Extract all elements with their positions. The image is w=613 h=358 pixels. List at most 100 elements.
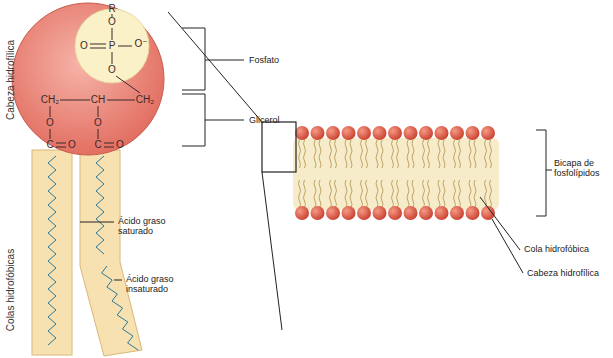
lipid-tail [381, 140, 383, 168]
lipid-head [481, 126, 495, 140]
part-label: Cabeza hidrofílica [527, 268, 609, 278]
lipid-tail [407, 180, 409, 207]
lipid-tail [335, 140, 337, 168]
atom: O [116, 139, 124, 151]
atom: CH [91, 94, 105, 106]
lipid-tail [438, 140, 440, 168]
carbon-chain [48, 156, 138, 350]
lipid-tail [490, 180, 492, 207]
lipid-tail [330, 140, 332, 168]
saturated-tail [32, 150, 72, 355]
lipid-tail [474, 140, 476, 168]
lipid-tail [314, 140, 316, 168]
atom: O [108, 16, 116, 28]
lipid-tail [345, 180, 347, 207]
lipid-tail [366, 140, 368, 168]
lipid-head [311, 206, 325, 220]
atom: O [68, 139, 76, 151]
lipid-tail [392, 180, 394, 207]
part-label: Bicapa de fosfolípidos [554, 158, 609, 179]
bracket [536, 130, 552, 216]
zoom-line [168, 12, 262, 122]
lipid-tail [485, 140, 487, 168]
lipid-head [419, 206, 433, 220]
lipid-head [295, 206, 309, 220]
lipid-head [450, 126, 464, 140]
atom: O [108, 64, 116, 76]
lipid-tail [459, 180, 461, 207]
unsaturated-tail [80, 150, 142, 356]
hydrophilic-head [12, 3, 164, 155]
atom: C [94, 139, 101, 151]
part-label: Glicerol [249, 115, 309, 125]
lipid-head [357, 206, 371, 220]
lipid-tail [490, 140, 492, 168]
lipid-head [404, 206, 418, 220]
carbon-chain [96, 156, 104, 254]
atom: CH₂ [136, 94, 154, 106]
lipid-head [342, 126, 356, 140]
lipid-tail [304, 180, 306, 207]
chemical-bond [50, 14, 140, 147]
bilayer-core [293, 138, 499, 210]
lipid-tail [412, 180, 414, 207]
lipid-tail [304, 140, 306, 168]
lipid-tail [299, 180, 301, 207]
bracket [182, 94, 244, 146]
atom: R [108, 3, 115, 15]
lipid-tail [392, 140, 394, 168]
lipid-head [450, 206, 464, 220]
lipid-tail [376, 180, 378, 207]
lipid-tail [454, 180, 456, 207]
lipid-tail [412, 140, 414, 168]
side-label: Colas hidrofóbicas [5, 249, 17, 331]
lipid-head [342, 206, 356, 220]
lipid-tail [423, 140, 425, 168]
lipid-head [419, 126, 433, 140]
lipid-head [326, 126, 340, 140]
side-label: Cabeza hidrofílica [5, 40, 17, 120]
lipid-tail [319, 140, 321, 168]
lipid-tail [361, 140, 363, 168]
lipid-tail [319, 180, 321, 207]
lipid-head [311, 126, 325, 140]
phospholipid-bilayer [295, 126, 495, 220]
lipid-tail [474, 180, 476, 207]
bracket [182, 28, 244, 90]
part-label: Cola hidrofóbica [524, 244, 609, 254]
zoom-line [262, 172, 282, 330]
lipid-tail [423, 180, 425, 207]
lipid-head [373, 206, 387, 220]
lipid-head [435, 206, 449, 220]
lipid-tail [469, 180, 471, 207]
lipid-head [357, 126, 371, 140]
lipid-head [435, 126, 449, 140]
lipid-head [404, 126, 418, 140]
lipid-head [326, 206, 340, 220]
lipid-tail [443, 140, 445, 168]
part-label: Ácido graso saturado [118, 216, 180, 237]
atom: O [94, 117, 102, 129]
part-label: Fosfato [249, 55, 309, 65]
zoom-box [262, 122, 296, 172]
lipid-tail [428, 180, 430, 207]
leader-line [480, 197, 520, 250]
lipid-tail [438, 180, 440, 207]
lipid-tail [381, 180, 383, 207]
lipid-tail [299, 140, 301, 168]
lipid-head [388, 126, 402, 140]
lipid-tail [361, 180, 363, 207]
atom: O⁻ [134, 38, 147, 50]
lipid-tail [335, 180, 337, 207]
carbon-chain [48, 156, 56, 345]
atom: O [80, 40, 88, 52]
lipid-head [466, 206, 480, 220]
part-label: Ácido graso insaturado [126, 274, 188, 295]
lipid-tail [428, 140, 430, 168]
lipid-tail [443, 180, 445, 207]
phosphate-group [75, 9, 149, 83]
lipid-head [466, 126, 480, 140]
lipid-tail [376, 140, 378, 168]
